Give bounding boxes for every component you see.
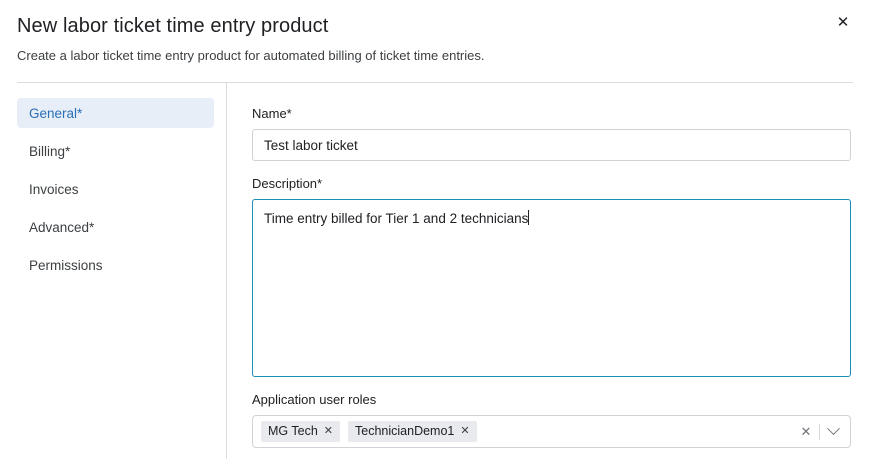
form-content: Name* Description* Time entry billed for… xyxy=(227,83,871,459)
name-field-label: Name* xyxy=(252,106,292,121)
sidebar-item-label: Invoices xyxy=(29,181,79,197)
sidebar-item-billing[interactable]: Billing* xyxy=(17,136,214,166)
sidebar-item-permissions[interactable]: Permissions xyxy=(17,250,214,280)
chip-label: MG Tech xyxy=(268,424,318,438)
selected-chips: MG Tech ✕ TechnicianDemo1 ✕ xyxy=(261,421,793,442)
dialog-subtitle: Create a labor ticket time entry product… xyxy=(17,48,485,63)
chip-label: TechnicianDemo1 xyxy=(355,424,455,438)
sidebar-item-invoices[interactable]: Invoices xyxy=(17,174,214,204)
application-user-roles-label: Application user roles xyxy=(252,392,377,407)
divider xyxy=(819,423,820,440)
sidebar-item-label: Advanced* xyxy=(29,219,95,235)
chip[interactable]: TechnicianDemo1 ✕ xyxy=(348,421,477,442)
sidebar-item-label: Permissions xyxy=(29,257,103,273)
sidebar-item-label: General* xyxy=(29,105,83,121)
application-user-roles-group: Application user roles MG Tech ✕ Technic… xyxy=(252,391,851,448)
sidebar-item-label: Billing* xyxy=(29,143,71,159)
chip-remove-icon[interactable]: ✕ xyxy=(323,425,334,437)
text-caret xyxy=(528,210,530,225)
description-text: Time entry billed for Tier 1 and 2 techn… xyxy=(264,211,529,226)
chip[interactable]: MG Tech ✕ xyxy=(261,421,341,442)
header-divider xyxy=(17,82,853,83)
sidebar-nav: General* Billing* Invoices Advanced* Per… xyxy=(0,83,227,459)
chevron-down-icon[interactable] xyxy=(820,419,846,445)
clear-icon[interactable]: ✕ xyxy=(800,424,812,439)
page-title: New labor ticket time entry product xyxy=(17,15,329,37)
sidebar-item-advanced[interactable]: Advanced* xyxy=(17,212,214,242)
name-field-group: Name* xyxy=(252,105,851,161)
description-field-label: Description* xyxy=(252,176,323,191)
select-actions: ✕ xyxy=(793,419,846,445)
description-textarea[interactable]: Time entry billed for Tier 1 and 2 techn… xyxy=(252,199,851,377)
description-field-group: Description* Time entry billed for Tier … xyxy=(252,175,851,377)
dialog-body: General* Billing* Invoices Advanced* Per… xyxy=(0,83,871,459)
sidebar-item-general[interactable]: General* xyxy=(17,98,214,128)
name-input[interactable] xyxy=(252,129,851,161)
dialog-header: New labor ticket time entry product Crea… xyxy=(0,0,871,65)
application-user-roles-select[interactable]: MG Tech ✕ TechnicianDemo1 ✕ ✕ xyxy=(252,415,851,448)
close-icon[interactable]: ✕ xyxy=(832,11,854,33)
chip-remove-icon[interactable]: ✕ xyxy=(460,425,470,437)
